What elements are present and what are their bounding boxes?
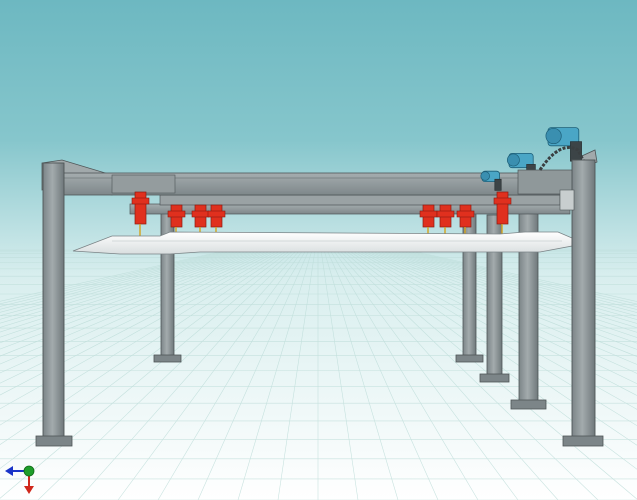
front-column-right-foot xyxy=(562,435,604,447)
carrier-beam xyxy=(72,231,573,255)
clamp-jaw xyxy=(167,210,186,218)
back-column-left-foot xyxy=(153,354,182,363)
grid-line-v xyxy=(0,249,289,445)
back-column-right-foot xyxy=(455,354,484,363)
grid-line-v xyxy=(329,249,479,500)
grid-line-v xyxy=(380,249,637,333)
grid-line-v xyxy=(197,249,310,500)
drive-motor xyxy=(480,170,502,191)
clamp-jaw xyxy=(207,210,226,218)
drive-chain xyxy=(538,146,586,171)
z-axis-arrow xyxy=(24,486,34,494)
clamp-unit xyxy=(207,204,226,236)
grid-line-v xyxy=(392,249,637,317)
grid-line-v xyxy=(356,249,637,396)
grid-line-v xyxy=(371,249,637,350)
corner-bracket xyxy=(559,189,575,211)
grid-line-v xyxy=(0,249,265,350)
x-axis-arrow xyxy=(5,466,13,476)
grid-line-v xyxy=(0,249,292,469)
grid-line-v xyxy=(37,249,298,500)
top-beam-plate xyxy=(111,174,176,194)
grid-line-v xyxy=(0,249,259,338)
front-column-right xyxy=(571,159,596,441)
grid-line-v xyxy=(320,249,359,500)
grid-line-v xyxy=(0,249,286,426)
grid-line-v xyxy=(395,249,637,313)
grid-line-v xyxy=(0,249,238,310)
clamp-jaw xyxy=(493,197,512,205)
grid-line-v xyxy=(0,249,256,333)
y-axis-dot xyxy=(23,465,35,477)
grid-line-v xyxy=(77,249,301,500)
grid-line-v xyxy=(0,249,244,316)
motor-bracket xyxy=(494,178,502,191)
grid-line-v xyxy=(359,249,637,385)
grid-line-v xyxy=(0,249,262,344)
xyz-axis-triad-icon[interactable] xyxy=(5,465,35,494)
grid-line-v xyxy=(0,249,253,328)
grid-line-v xyxy=(362,249,637,374)
clamp-body xyxy=(496,191,509,225)
grid-line-v xyxy=(0,249,277,384)
clamp-jaw xyxy=(131,197,150,205)
clamp-unit xyxy=(167,204,186,236)
grid-line-v xyxy=(0,249,280,396)
grid-line-v xyxy=(117,249,304,500)
grid-line-v xyxy=(350,249,637,427)
grid-line-v xyxy=(335,249,559,500)
grid-line-v xyxy=(157,249,307,500)
motor-cap xyxy=(545,127,562,145)
grid-line-v xyxy=(0,249,295,499)
grid-line-v xyxy=(323,249,399,500)
clamp-jaw xyxy=(191,210,210,218)
grid-line-v xyxy=(326,249,439,500)
grid-line-v xyxy=(398,249,637,310)
clamp-jaw xyxy=(419,210,438,218)
grid-line-v xyxy=(0,249,274,374)
drive-motor xyxy=(545,127,582,162)
drive-units xyxy=(480,127,586,195)
clamp-jaw xyxy=(456,210,475,218)
front-column-left xyxy=(42,162,65,441)
clamp-unit xyxy=(493,191,512,236)
mid-column-2-foot xyxy=(510,399,547,410)
mid-column-1-foot xyxy=(479,373,510,383)
front-column-left-foot xyxy=(35,435,73,447)
front-frame xyxy=(35,159,604,447)
grid-line-v xyxy=(0,249,247,320)
grid-line-v xyxy=(332,249,519,500)
grid-line-v xyxy=(344,249,637,470)
motor-cap xyxy=(507,153,520,167)
motor-cap xyxy=(480,171,490,181)
grid-line-v xyxy=(237,249,313,500)
carrier-assembly xyxy=(72,191,573,255)
clamp-jaw xyxy=(436,210,455,218)
grid-line-v xyxy=(0,249,241,313)
clamp-body xyxy=(134,191,147,225)
grid-line-v xyxy=(0,249,250,324)
clamp-unit xyxy=(131,191,150,236)
grid-line-v xyxy=(277,249,316,500)
grid-line-v xyxy=(338,249,599,500)
